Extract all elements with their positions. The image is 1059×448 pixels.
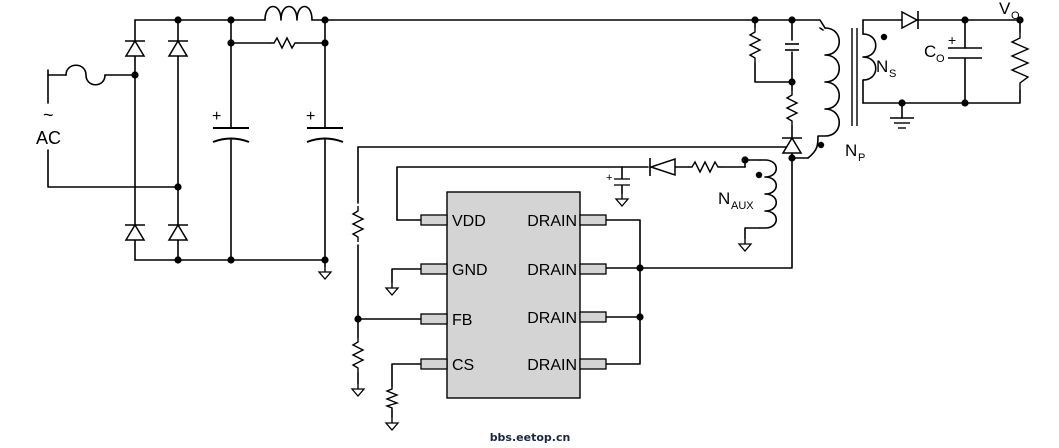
ac-tilde-label: ~	[43, 105, 54, 125]
ac-label: AC	[36, 128, 61, 148]
cap1-plus-label: +	[212, 108, 221, 125]
svg-text:V: V	[999, 0, 1011, 18]
aux-resistor	[688, 160, 722, 174]
pin-label-cs: CS	[452, 357, 474, 374]
pin-drain-3	[579, 311, 607, 323]
clamp-series-resistor	[786, 89, 798, 127]
vo-label: V O	[999, 0, 1020, 22]
input-inductor	[264, 5, 313, 21]
clamp-resistor	[749, 26, 761, 64]
junction-dots	[131, 16, 1024, 323]
pin-drain-1	[579, 214, 607, 226]
co-label: C O	[924, 42, 945, 65]
pin-label-drain-3: DRAIN	[527, 310, 577, 327]
aux-winding	[759, 159, 778, 229]
cs-resistor	[384, 386, 400, 410]
vdd-capacitor	[614, 178, 630, 186]
np-label: N P	[845, 141, 865, 164]
cap2-plus-label: +	[306, 108, 315, 125]
fb-lower-resistor	[352, 336, 364, 374]
wires	[47, 19, 1021, 418]
pin-cs	[420, 358, 448, 370]
load-resistor	[1010, 32, 1030, 90]
primary-winding	[807, 27, 840, 159]
vdd-cap-plus-label: +	[606, 172, 612, 184]
aux-ground	[738, 237, 752, 252]
pin-label-drain-1: DRAIN	[527, 213, 577, 230]
output-capacitor	[948, 47, 982, 59]
filter-resistor	[270, 36, 298, 50]
ground-symbol	[318, 265, 332, 280]
secondary-dot	[880, 33, 888, 41]
co-plus-label: +	[948, 32, 956, 48]
svg-text:S: S	[889, 68, 896, 80]
bridge-diode-d4	[167, 224, 189, 241]
svg-text:O: O	[936, 53, 945, 65]
pin-label-fb: FB	[452, 312, 472, 329]
fb-upper-resistor	[352, 205, 364, 243]
pin-drain-4	[579, 358, 607, 370]
svg-text:O: O	[1011, 10, 1020, 22]
svg-text:N: N	[876, 57, 888, 76]
pin-label-drain-2: DRAIN	[527, 262, 577, 279]
svg-text:P: P	[858, 152, 865, 164]
pin-drain-2	[579, 263, 607, 275]
naux-label: N AUX	[718, 189, 754, 212]
ns-label: N S	[876, 57, 896, 80]
pin-label-vdd: VDD	[452, 213, 486, 230]
svg-text:C: C	[924, 42, 936, 61]
svg-text:AUX: AUX	[731, 200, 754, 212]
fb-ground	[351, 382, 365, 397]
fuse-symbol	[65, 64, 106, 86]
gnd-pin-ground	[385, 281, 399, 296]
controller-ic: VDD GND FB CS DRAIN DRAIN DRAIN DRAIN	[420, 191, 607, 399]
pin-label-gnd: GND	[452, 262, 488, 279]
bridge-diode-d1	[124, 40, 146, 57]
watermark: bbs.eetop.cn	[490, 431, 571, 444]
svg-text:N: N	[845, 141, 857, 160]
vdd-cap-ground	[615, 192, 629, 207]
aux-diode	[648, 157, 676, 177]
secondary-ground	[890, 117, 914, 129]
cs-ground	[385, 416, 399, 431]
clamp-capacitor	[785, 43, 799, 51]
bridge-diode-d3	[124, 224, 146, 241]
aux-dot	[755, 171, 763, 179]
pin-fb	[420, 313, 448, 325]
clamp-diode	[781, 137, 803, 154]
bulk-capacitor-1	[212, 127, 250, 143]
bulk-capacitor-2	[306, 127, 344, 143]
bridge-diode-d2	[167, 40, 189, 57]
pin-vdd	[420, 214, 448, 226]
pin-label-drain-4: DRAIN	[527, 357, 577, 374]
primary-dot	[817, 141, 825, 149]
pin-gnd	[420, 263, 448, 275]
secondary-winding	[862, 33, 877, 81]
output-diode	[901, 10, 919, 30]
svg-text:N: N	[718, 189, 730, 208]
